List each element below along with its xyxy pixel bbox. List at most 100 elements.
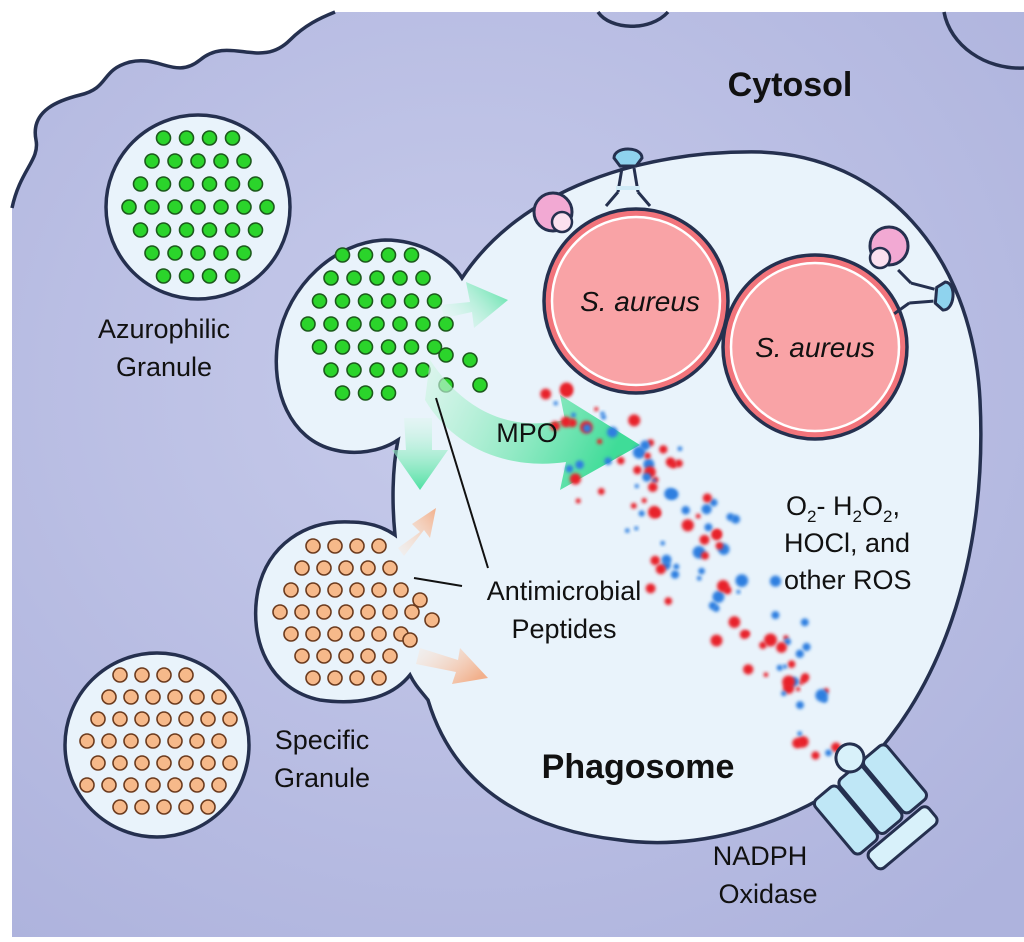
ros-particle [560,382,573,396]
specific-granule-particle [294,560,310,576]
specific-granule-particle [134,667,150,683]
antibody-2 [893,268,955,315]
azurophilic-granule-particle [167,153,183,169]
cell-membrane-bump-top [596,10,670,28]
ros-particle [670,570,680,579]
azurophilic-granule-particle [346,362,362,378]
specific-granule-particle [360,560,376,576]
ros-particle [763,672,769,678]
specific-granule-particle [424,612,440,628]
specific-granule-particle [294,648,310,664]
specific-granule-particle [123,689,139,705]
specific-granule-particle [371,626,387,642]
cytosol-label: Cytosol [728,66,853,104]
specific-granule-particle [382,604,398,620]
bacterium-2 [721,253,909,441]
specific-granule-particle [327,626,343,642]
azurophilic-granule-particle [167,199,183,215]
ros-particle [797,731,803,736]
specific-granule-particle [167,689,183,705]
ros-particle [776,642,787,653]
ros-particle [634,483,639,489]
ros-particle [575,498,581,504]
specific-granule-particle [200,711,216,727]
specific-granule-particle [211,777,227,793]
ros-particle [606,426,618,438]
azurophilic-granule-particle [132,176,149,192]
specific-granule-particle [382,648,398,664]
specific-granule-particle [156,667,172,683]
ros-particle [708,601,717,610]
ros-particle [739,629,749,639]
ros-particle [571,412,576,418]
specific-granule-particle [371,538,387,554]
ros-particle [600,411,605,416]
ros-label-line2: HOCl, and [784,528,910,558]
azurophilic-granule-particle [201,130,218,146]
bacterium-2-label: S. aureus [755,332,875,363]
azurophilic-granule-particle [415,270,431,286]
specific-granule-particle [101,777,117,793]
ros-particle [764,633,777,647]
green-arrow-up [440,282,508,328]
ros-particle [796,701,804,710]
azurophilic-granule-particle [132,222,149,238]
ros-particle [674,459,683,468]
specific-granule-particle [145,777,161,793]
specific-granule-particle [305,626,321,642]
azurophilic-granule-particle [224,130,241,146]
specific-granule-particle [371,582,387,598]
specific-granule-particle [178,711,194,727]
ros-particle [704,523,713,532]
specific-granule-particle [272,604,288,620]
ros-particle [604,457,612,465]
azurophilic-granule-particle [144,199,160,215]
ros-particle [664,597,673,605]
azurophilic-granule-particle [311,339,328,355]
azurophilic-granule-particle [392,362,408,378]
bacterium-1-label: S. aureus [580,286,700,317]
specific-granule-particle [112,799,128,815]
specific-granule-particle [90,711,106,727]
specific-granule-particle [211,733,227,749]
ros-particle [640,440,650,451]
specific-granule-particle [305,582,321,598]
specific-granule-particle [145,689,161,705]
ros-particle [673,563,680,570]
azurophilic-granule-particle [334,293,351,309]
ros-particle [565,464,574,473]
ros-particle [648,505,661,519]
ros-particle [795,649,804,658]
ros-particle [815,689,828,702]
azurophilic-granule-particle [380,293,397,309]
ros-particle [645,583,656,594]
specific-granule-particle [283,626,299,642]
azurophilic-granule-particle [213,245,229,261]
azurophilic-granule-particle [334,385,351,401]
peach-arrow-up [398,508,436,556]
ros-particle [698,567,705,575]
amp-label-line2: Peptides [511,614,616,644]
ros-particle [641,497,647,504]
specific-granule-particle [222,711,238,727]
ros-particle [769,575,782,587]
ros-particle [759,641,767,650]
ros-particle [800,618,809,627]
azurophilic-granule-particle [346,316,362,332]
azurophilic-granule-particle [224,222,241,238]
ros-particle [596,438,603,445]
amp-leader-orange [413,577,463,587]
complement-protein-2 [868,225,910,270]
azurophilic-granule-particle [380,339,397,355]
ros-particle [650,555,660,566]
ros-particle [743,664,754,675]
azurophilic-granule-particle [311,293,328,309]
azurophilic-granule-particle [392,270,408,286]
ros-particle [568,418,577,428]
specific-granule-particle [167,733,183,749]
green-arrow-down [392,418,448,490]
azurophilic-granule-particle [357,247,374,263]
mpo-arrow [425,360,640,490]
specific-granule-particle [412,592,428,608]
nadph-oxidase [812,742,939,871]
